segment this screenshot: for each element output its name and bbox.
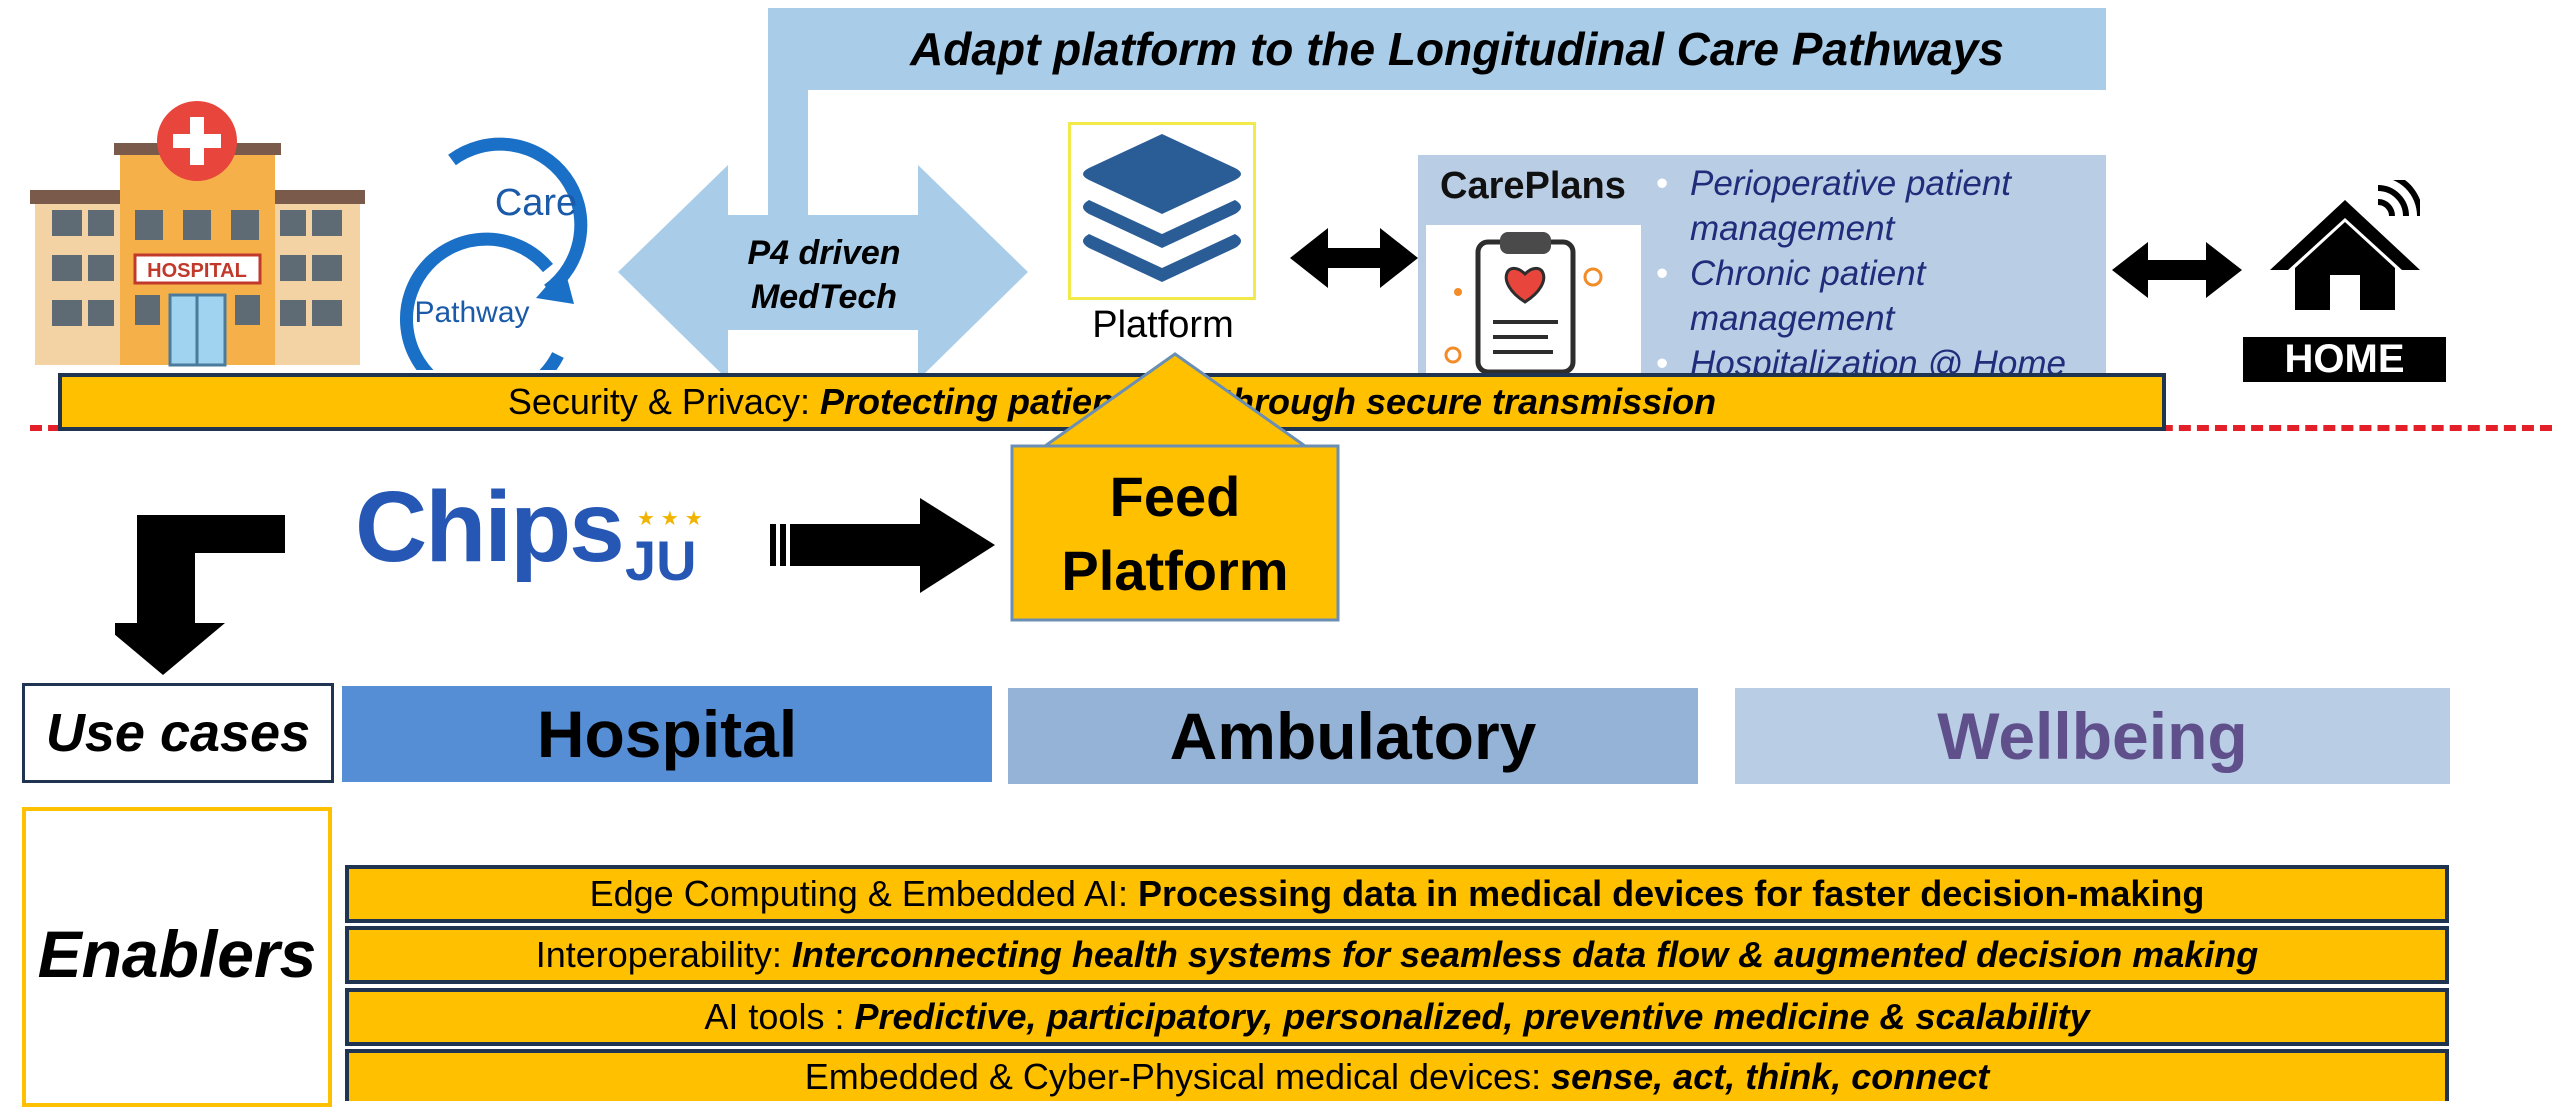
pathway-text: Pathway (414, 296, 529, 329)
adapt-banner-horizontal (768, 8, 2106, 90)
medtech-label: P4 driven MedTech (747, 234, 901, 316)
chips-stars-icon: ★★★ (637, 508, 709, 530)
enabler-interoperability: Interoperability: Interconnecting health… (345, 926, 2449, 984)
use-cases-label: Use cases (22, 683, 334, 783)
platform-label: Platform (1092, 303, 1234, 346)
feed-platform-label: Feed Platform (1061, 465, 1289, 602)
careplans-home-arrow (2112, 242, 2242, 298)
care-pathway-icon: Care Pathway (400, 137, 588, 370)
careplans-box: CarePlans Perioperative patient manageme… (1418, 155, 2106, 377)
feed-platform-arrow (1010, 352, 1340, 622)
enabler-edge-computing: Edge Computing & Embedded AI: Processing… (345, 865, 2449, 923)
chips-logo-text: Chips (355, 471, 625, 583)
adapt-banner-title: Adapt platform to the Longitudinal Care … (910, 23, 2004, 75)
enabler-cps-prefix: Embedded & Cyber-Physical medical device… (804, 1056, 1552, 1097)
use-case-hospital: Hospital (342, 686, 992, 782)
platform-careplans-arrow (1290, 228, 1418, 288)
hospital-sign-text: HOSPITAL (147, 260, 247, 282)
enabler-ai-emphasis: Predictive, participatory, personalized,… (854, 996, 2090, 1037)
careplans-bullet-chronic: Chronic patient management (1656, 251, 2096, 341)
careplans-bullet-list: Perioperative patient management Chronic… (1656, 161, 2096, 377)
care-text: Care (495, 182, 577, 224)
platform-icon-frame (1068, 122, 1256, 300)
security-emphasis: Protecting patient data through secure t… (819, 381, 1717, 422)
adapt-banner-vertical (768, 8, 808, 218)
enabler-ai-tools: AI tools : Predictive, participatory, pe… (345, 988, 2449, 1046)
clipboard-heart-icon (1444, 232, 1603, 375)
enablers-label: Enablers (22, 807, 332, 1107)
hospital-icon: HOSPITAL (30, 101, 365, 367)
corner-down-arrow (115, 515, 285, 675)
enabler-edge-prefix: Edge Computing & Embedded AI: (589, 873, 1138, 914)
enabler-ai-prefix: AI tools : (704, 996, 855, 1037)
use-case-wellbeing: Wellbeing (1735, 688, 2450, 784)
careplans-bullet-perioperative: Perioperative patient management (1656, 161, 2096, 251)
careplans-title: CarePlans (1440, 165, 1626, 207)
enabler-interop-prefix: Interoperability: (535, 934, 792, 975)
enabler-edge-emphasis: Processing data in medical devices for f… (1137, 873, 2205, 914)
chips-ju-logo: Chips JU ★★★ (355, 470, 725, 600)
careplans-bullet-hospitalization: Hospitalization @ Home (1656, 341, 2096, 377)
enabler-interop-emphasis: Interconnecting health systems for seaml… (791, 934, 2259, 975)
enabler-cyber-physical: Embedded & Cyber-Physical medical device… (345, 1049, 2449, 1101)
home-label: HOME (2243, 337, 2446, 382)
medtech-double-arrow (618, 165, 1028, 380)
chips-ju-text: JU (625, 529, 697, 592)
security-prefix: Security & Privacy: (507, 381, 820, 422)
enabler-cps-emphasis: sense, act, think, connect (1551, 1056, 1990, 1097)
platform-stack-icon (1083, 134, 1241, 282)
use-case-ambulatory: Ambulatory (1008, 688, 1698, 784)
home-wifi-icon (2270, 180, 2420, 310)
chips-to-feed-arrow (770, 498, 995, 593)
